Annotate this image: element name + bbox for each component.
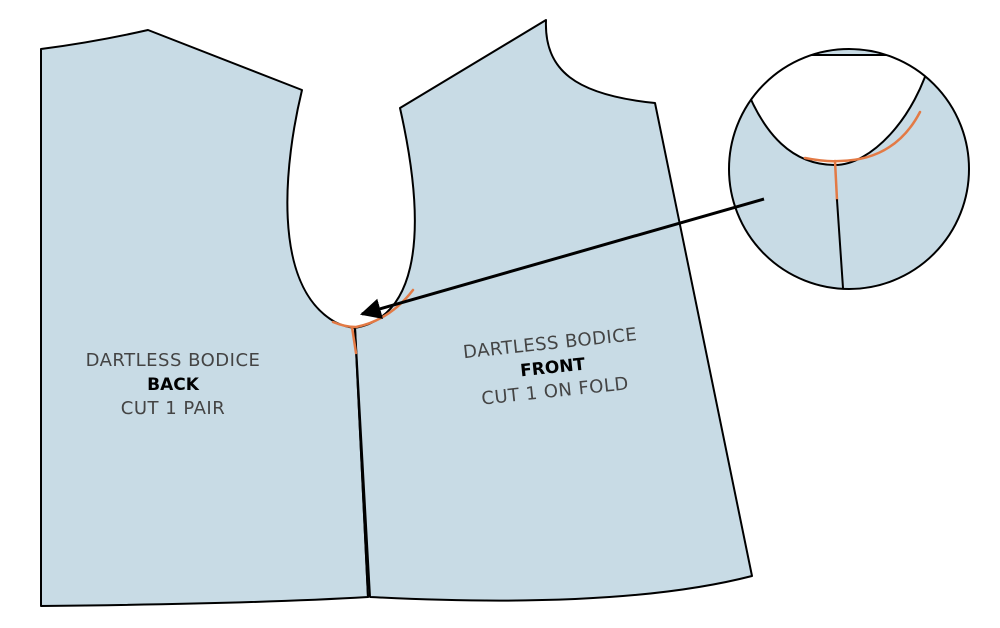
back-piece-label: DARTLESS BODICE BACK CUT 1 PAIR: [86, 350, 261, 419]
back-label-line2: BACK: [147, 375, 200, 395]
detail-adjustment-mark: [833, 159, 839, 202]
pointer-arrow: [359, 197, 765, 319]
back-label-line1: DARTLESS BODICE: [86, 350, 261, 371]
front-bodice-piece: [354, 19, 753, 602]
detail-adjustment-curve: [803, 110, 922, 163]
detail-magnifier: [728, 48, 970, 290]
side-seam-line: [354, 327, 369, 598]
detail-seam-line: [836, 199, 844, 289]
back-label-line3: CUT 1 PAIR: [121, 398, 225, 419]
seam-adjustment-mark: [350, 325, 358, 355]
magnifier-ring: [728, 48, 970, 290]
back-bodice-piece: [40, 29, 369, 607]
